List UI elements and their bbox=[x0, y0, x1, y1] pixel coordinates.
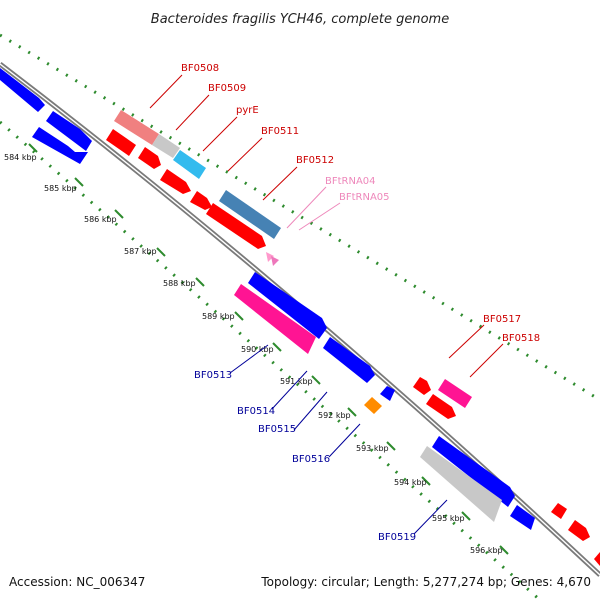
topology-label: Topology: circular; Length: 5,277,274 bp… bbox=[260, 575, 591, 589]
outer-dotted-track bbox=[0, 33, 600, 402]
gene-label-pyre[interactable]: pyrE bbox=[236, 105, 259, 116]
gene-label-bf0513[interactable]: BF0513 bbox=[194, 370, 232, 381]
gene-label-bf0508[interactable]: BF0508 bbox=[181, 63, 219, 74]
gene-label-bf0514[interactable]: BF0514 bbox=[237, 406, 275, 417]
gene-bftrna04[interactable] bbox=[266, 252, 274, 262]
gene-bf0512[interactable] bbox=[219, 190, 281, 239]
gene-bf0517[interactable] bbox=[413, 377, 431, 395]
gene-label-bf0518[interactable]: BF0518 bbox=[502, 333, 540, 344]
tick-label: 586 kbp bbox=[84, 215, 117, 224]
gene-bftrna05[interactable] bbox=[271, 256, 279, 266]
gene-label-bftrna04[interactable]: BFtRNA04 bbox=[325, 176, 376, 187]
gene-reverse-b[interactable] bbox=[46, 111, 92, 151]
label-leaders bbox=[149, 74, 504, 535]
tick-label: 595 kbp bbox=[432, 514, 465, 523]
gene-bf0516[interactable] bbox=[364, 397, 382, 414]
gene-label-bf0516[interactable]: BF0516 bbox=[292, 454, 330, 465]
inner-dotted-track bbox=[0, 120, 541, 600]
gene-reverse[interactable] bbox=[0, 68, 45, 112]
gene-reverse[interactable] bbox=[510, 505, 535, 530]
gene-bf0511[interactable] bbox=[206, 203, 266, 249]
tick-label: 591 kbp bbox=[280, 377, 313, 386]
accession-label: Accession: NC_006347 bbox=[9, 575, 145, 589]
tick-marks bbox=[28, 143, 509, 555]
gene-bf0519[interactable] bbox=[420, 446, 502, 522]
gene-bf0511-a[interactable] bbox=[160, 169, 191, 194]
gene-bf0508[interactable] bbox=[114, 110, 159, 145]
gene-label-bf0519[interactable]: BF0519 bbox=[378, 532, 416, 543]
tick-label: 592 kbp bbox=[318, 411, 351, 420]
tick-labels: 584 kbp 585 kbp 586 kbp 587 kbp 588 kbp … bbox=[4, 153, 503, 555]
gene-bf0509[interactable] bbox=[152, 134, 180, 158]
gene-bf0511-b[interactable] bbox=[190, 191, 212, 210]
gene-forward[interactable] bbox=[106, 129, 136, 156]
gene-bf0519-a[interactable] bbox=[432, 436, 515, 507]
gene-bf0515[interactable] bbox=[323, 337, 375, 383]
gene-label-bf0512[interactable]: BF0512 bbox=[296, 155, 334, 166]
gene-reverse-a[interactable] bbox=[32, 127, 88, 164]
forward-strand-genes bbox=[114, 110, 600, 566]
gene-forward[interactable] bbox=[594, 552, 600, 566]
gene-forward[interactable] bbox=[426, 394, 456, 419]
tick-label: 594 kbp bbox=[394, 478, 427, 487]
gene-label-bf0517[interactable]: BF0517 bbox=[483, 314, 521, 325]
tick-label: 588 kbp bbox=[163, 279, 196, 288]
tick-label: 589 kbp bbox=[202, 312, 235, 321]
tick-label: 584 kbp bbox=[4, 153, 37, 162]
gene-bf0516-b[interactable] bbox=[380, 386, 395, 401]
gene-label-bf0509[interactable]: BF0509 bbox=[208, 83, 246, 94]
gene-forward[interactable] bbox=[568, 520, 590, 541]
gene-bf0513[interactable] bbox=[248, 272, 327, 339]
tick-label: 585 kbp bbox=[44, 184, 77, 193]
gene-pyre[interactable] bbox=[173, 150, 206, 179]
tick-label: 593 kbp bbox=[356, 444, 389, 453]
gene-label-bf0515[interactable]: BF0515 bbox=[258, 424, 296, 435]
gene-bf0509-b[interactable] bbox=[138, 147, 161, 169]
gene-labels: BF0508 BF0509 pyrE BF0511 BF0512 BFtRNA0… bbox=[181, 63, 540, 543]
map-title: Bacteroides fragilis YCH46, complete gen… bbox=[151, 12, 449, 27]
gene-label-bftrna05[interactable]: BFtRNA05 bbox=[339, 192, 390, 203]
gene-bf0514[interactable] bbox=[234, 284, 316, 354]
forward-strand-inner-genes bbox=[106, 129, 590, 541]
gene-label-bf0511[interactable]: BF0511 bbox=[261, 126, 299, 137]
gene-bf0518[interactable] bbox=[438, 379, 472, 408]
reverse-strand-genes bbox=[0, 68, 535, 530]
tick-label: 587 kbp bbox=[124, 247, 157, 256]
tick-label: 596 kbp bbox=[470, 546, 503, 555]
gene-forward[interactable] bbox=[551, 503, 567, 519]
tick-label: 590 kbp bbox=[241, 345, 274, 354]
